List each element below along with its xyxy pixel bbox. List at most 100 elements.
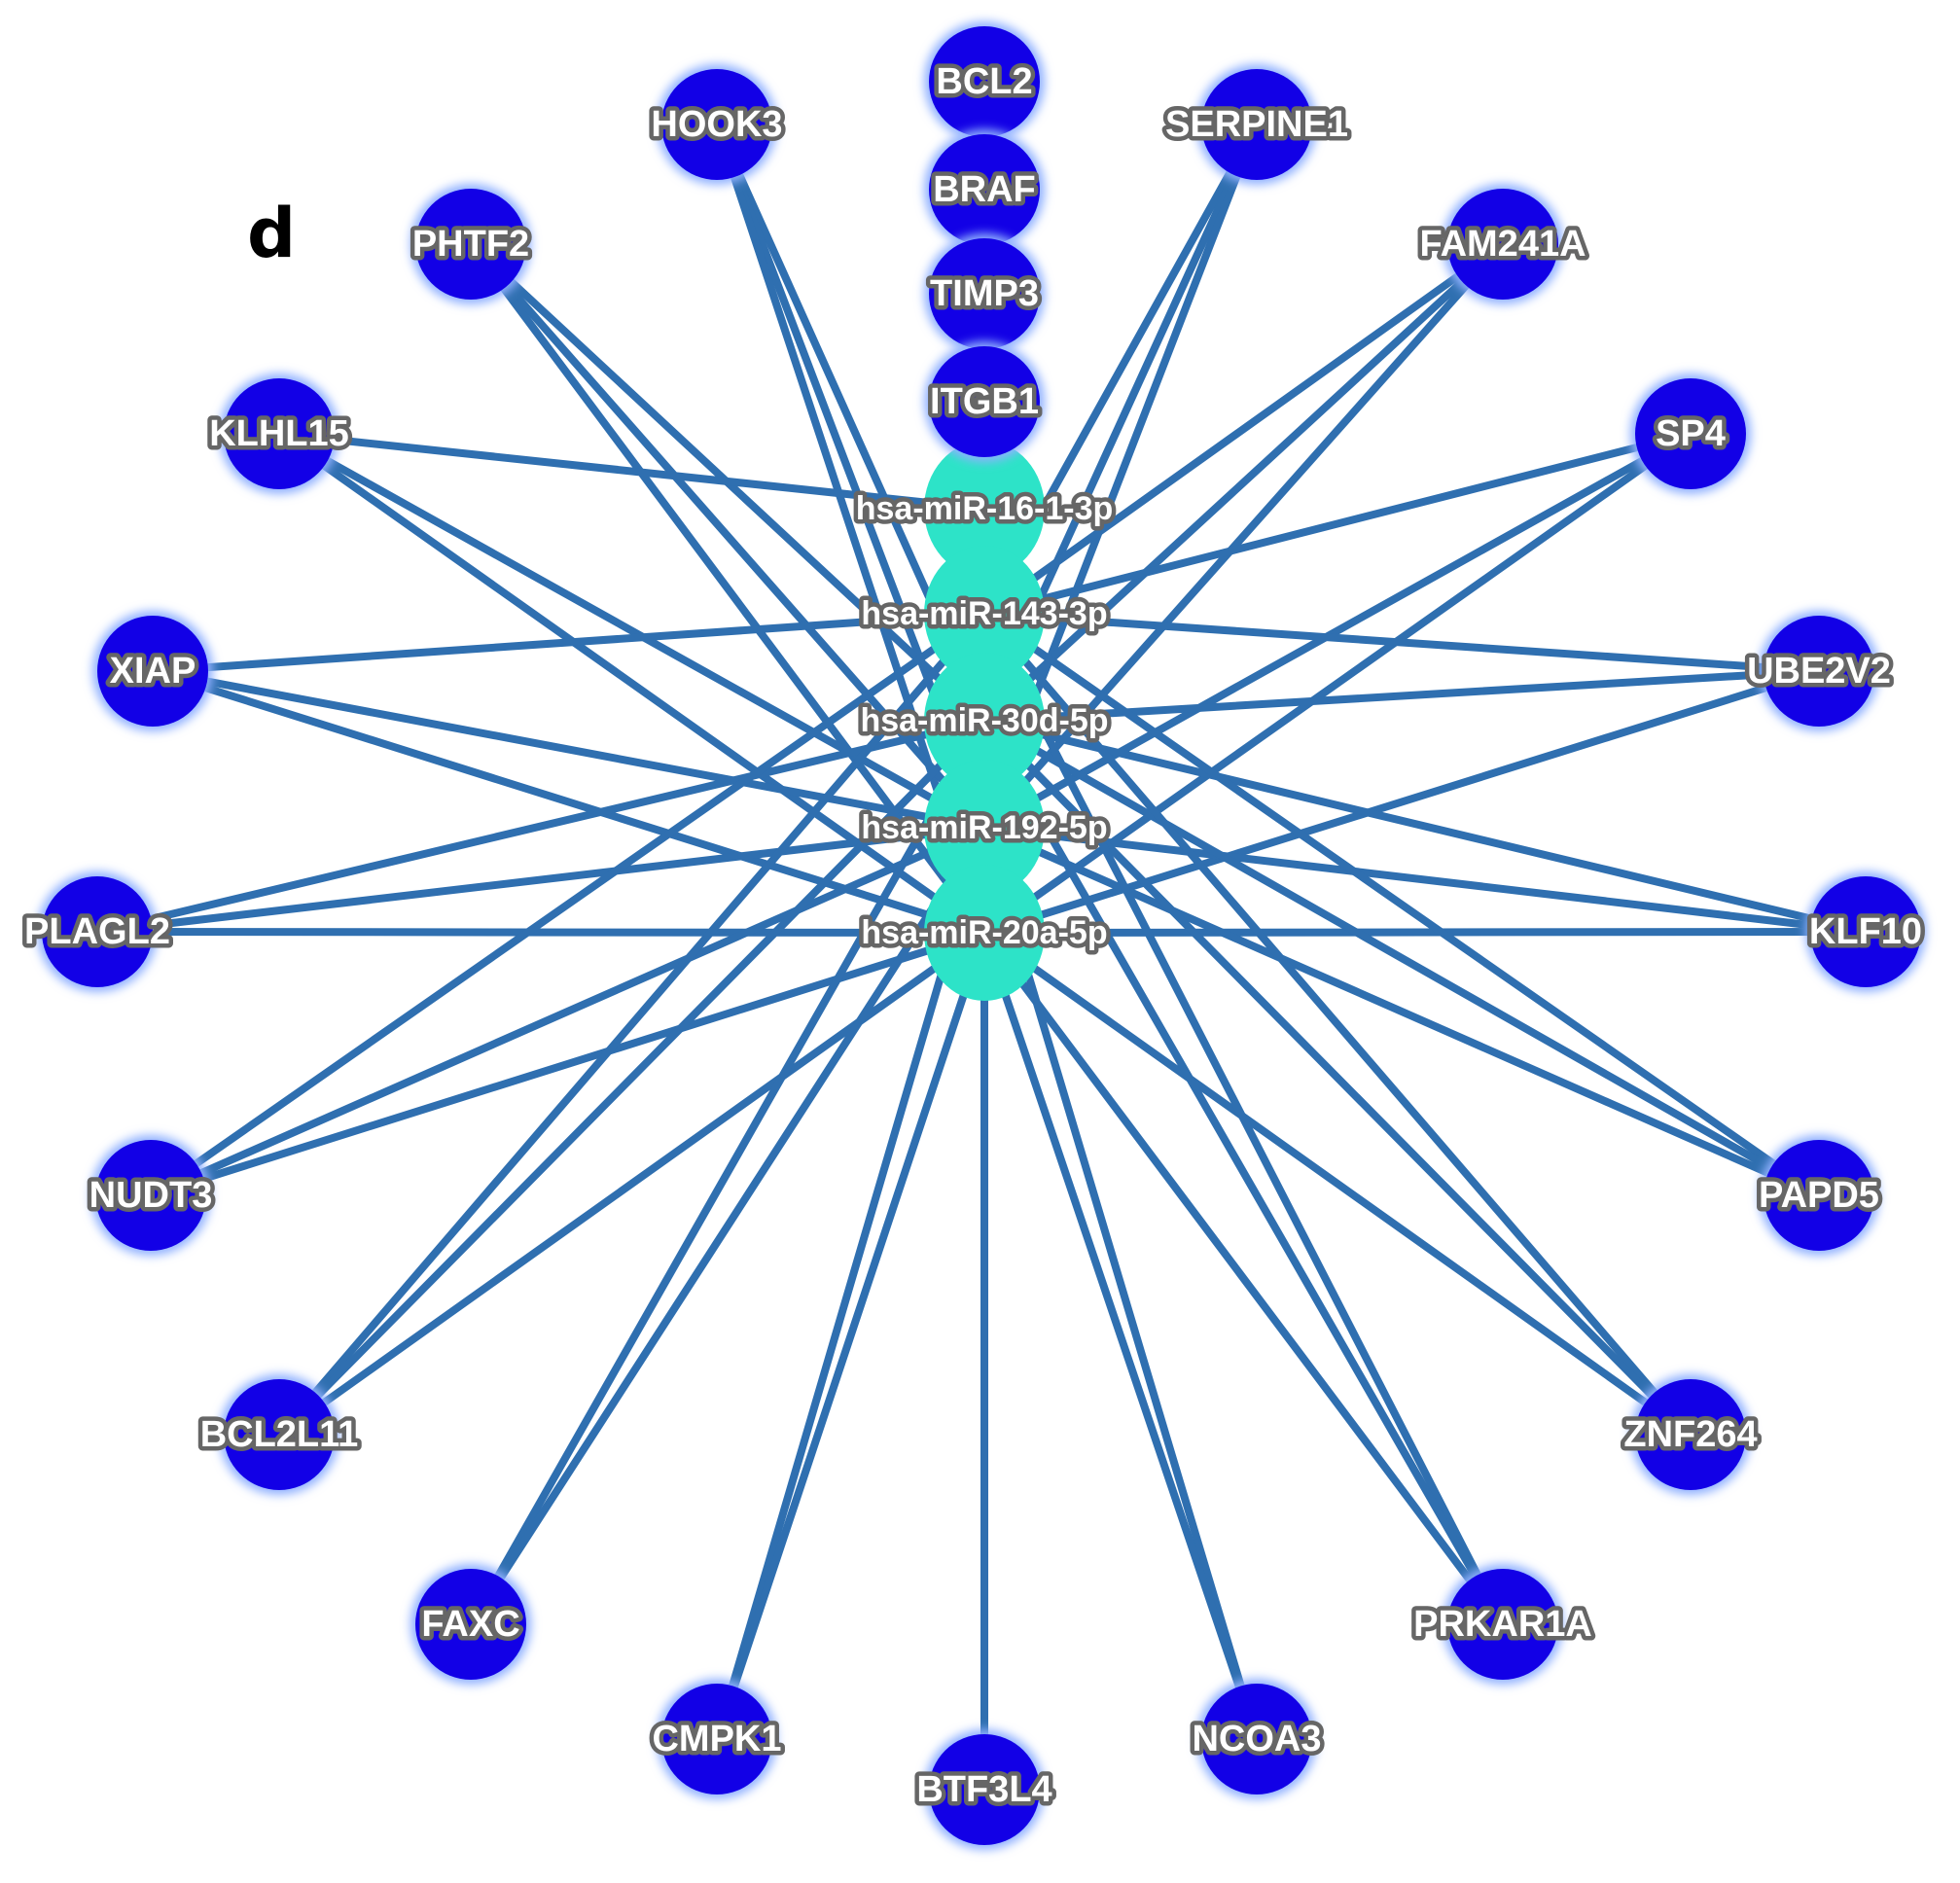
gene-node-btf3l4[interactable] <box>924 1729 1045 1850</box>
edge-klf10-m5 <box>980 928 1870 937</box>
gene-node-circle <box>661 1684 772 1794</box>
edge-papd5-m3 <box>980 717 1823 1199</box>
edge-nudt3-m5 <box>147 929 988 1199</box>
gene-node-klhl15[interactable] <box>219 373 339 494</box>
gene-node-circle <box>224 1379 335 1490</box>
gene-node-circle <box>97 616 208 727</box>
gene-node-circle <box>1764 1140 1874 1251</box>
edge-fam241a-m3 <box>980 240 1507 725</box>
gene-node-circle <box>1810 876 1921 987</box>
gene-node-circle <box>1201 1684 1312 1794</box>
gene-node-timp3[interactable] <box>924 233 1045 354</box>
edge-prkar1a-m5 <box>980 929 1507 1628</box>
gene-node-fam241a[interactable] <box>1443 184 1563 304</box>
gene-label: BCL2L11 <box>200 1414 359 1455</box>
gene-label: NCOA3 <box>1192 1719 1321 1759</box>
mirna-node-m2[interactable] <box>924 546 1045 682</box>
gene-node-sp4[interactable] <box>1630 373 1751 494</box>
gene-node-serpine1[interactable] <box>1196 64 1317 185</box>
mirna-node-m3[interactable] <box>924 653 1045 789</box>
gene-label: FAXC <box>421 1604 519 1645</box>
mirna-label: hsa-miR-143-3p <box>861 595 1107 632</box>
gene-node-circle <box>1635 1379 1746 1490</box>
gene-label: BTF3L4 <box>916 1769 1051 1810</box>
gene-label: ZNF264 <box>1623 1414 1757 1455</box>
edge-cmpk1-m4 <box>713 824 988 1743</box>
mirna-node-m1[interactable] <box>924 441 1045 577</box>
gene-node-ube2v2[interactable] <box>1759 611 1879 731</box>
gene-node-circle <box>661 69 772 180</box>
edge-ube2v2-m2 <box>980 610 1823 675</box>
gene-node-prkar1a[interactable] <box>1443 1564 1563 1685</box>
edge-fam241a-m4 <box>980 240 1507 832</box>
gene-label: BCL2 <box>936 61 1032 102</box>
gene-label: KLHL15 <box>209 413 349 454</box>
edge-phtf2-m4 <box>467 240 988 832</box>
mirna-label: hsa-miR-30d-5p <box>860 702 1108 739</box>
edge-papd5-m2 <box>980 610 1823 1199</box>
gene-node-papd5[interactable] <box>1759 1135 1879 1256</box>
gene-node-xiap[interactable] <box>92 611 213 731</box>
edge-prkar1a-m3 <box>980 717 1507 1628</box>
edge-klf10-m4 <box>980 824 1870 936</box>
edge-sp4-m4 <box>980 430 1694 832</box>
gene-node-circle <box>1201 69 1312 180</box>
gene-label: CMPK1 <box>652 1719 781 1759</box>
edge-bcl2l11-m3 <box>275 717 988 1439</box>
edge-cmpk1-m5 <box>713 929 988 1743</box>
gene-node-bcl2l11[interactable] <box>219 1374 339 1495</box>
gene-node-nudt3[interactable] <box>90 1135 211 1256</box>
edge-faxc-m4 <box>467 824 988 1628</box>
gene-label: SERPINE1 <box>1165 104 1348 145</box>
gene-node-circle <box>42 876 153 987</box>
edge-bcl2l11-m2 <box>275 610 988 1439</box>
gene-label: FAM241A <box>1419 224 1586 265</box>
edge-xiap-m2 <box>149 610 988 675</box>
gene-node-circle <box>1447 189 1558 300</box>
panel-letter: d <box>247 194 297 273</box>
gene-label: SP4 <box>1656 413 1726 454</box>
edge-nudt3-m2 <box>147 610 988 1199</box>
edge-sp4-m2 <box>980 430 1694 618</box>
gene-node-klf10[interactable] <box>1805 871 1926 992</box>
gene-node-circle <box>415 189 526 300</box>
mirna-nodes-layer <box>924 441 1045 1001</box>
gene-node-circle <box>929 26 1040 137</box>
gene-label: ITGB1 <box>930 381 1039 422</box>
mirna-label: hsa-miR-192-5p <box>861 809 1107 846</box>
gene-node-bcl2[interactable] <box>924 21 1045 142</box>
gene-node-circle <box>1447 1569 1558 1680</box>
gene-label: NUDT3 <box>89 1175 213 1216</box>
edges-layer <box>93 78 1870 1794</box>
gene-node-circle <box>1764 616 1874 727</box>
gene-label: PRKAR1A <box>1413 1604 1592 1645</box>
gene-node-braf[interactable] <box>924 129 1045 250</box>
gene-node-itgb1[interactable] <box>924 341 1045 462</box>
gene-node-plagl2[interactable] <box>37 871 158 992</box>
gene-node-circle <box>1635 378 1746 489</box>
edge-plagl2-m3 <box>93 717 988 936</box>
edge-plagl2-m4 <box>93 824 988 936</box>
edge-faxc-m3 <box>467 717 988 1628</box>
gene-node-znf264[interactable] <box>1630 1374 1751 1495</box>
mirna-node-m4[interactable] <box>924 760 1045 896</box>
edge-ncoa3-m5 <box>980 929 1261 1743</box>
edge-prkar1a-m2 <box>980 610 1507 1628</box>
gene-node-ncoa3[interactable] <box>1196 1679 1317 1799</box>
edge-znf264-m5 <box>980 929 1694 1439</box>
mirna-node-m5[interactable] <box>924 865 1045 1001</box>
gene-node-faxc[interactable] <box>410 1564 531 1685</box>
gene-node-circle <box>224 378 335 489</box>
gene-label: PAPD5 <box>1759 1175 1879 1216</box>
gene-node-circle <box>929 134 1040 245</box>
gene-label: PHTF2 <box>412 224 529 265</box>
gene-node-hook3[interactable] <box>657 64 777 185</box>
edge-fam241a-m2 <box>980 240 1507 618</box>
edge-klhl15-m1 <box>275 430 988 513</box>
gene-node-phtf2[interactable] <box>410 184 531 304</box>
gene-label: KLF10 <box>1809 911 1922 952</box>
edge-znf264-m2 <box>980 610 1694 1439</box>
gene-label: HOOK3 <box>651 104 782 145</box>
gene-node-cmpk1[interactable] <box>657 1679 777 1799</box>
